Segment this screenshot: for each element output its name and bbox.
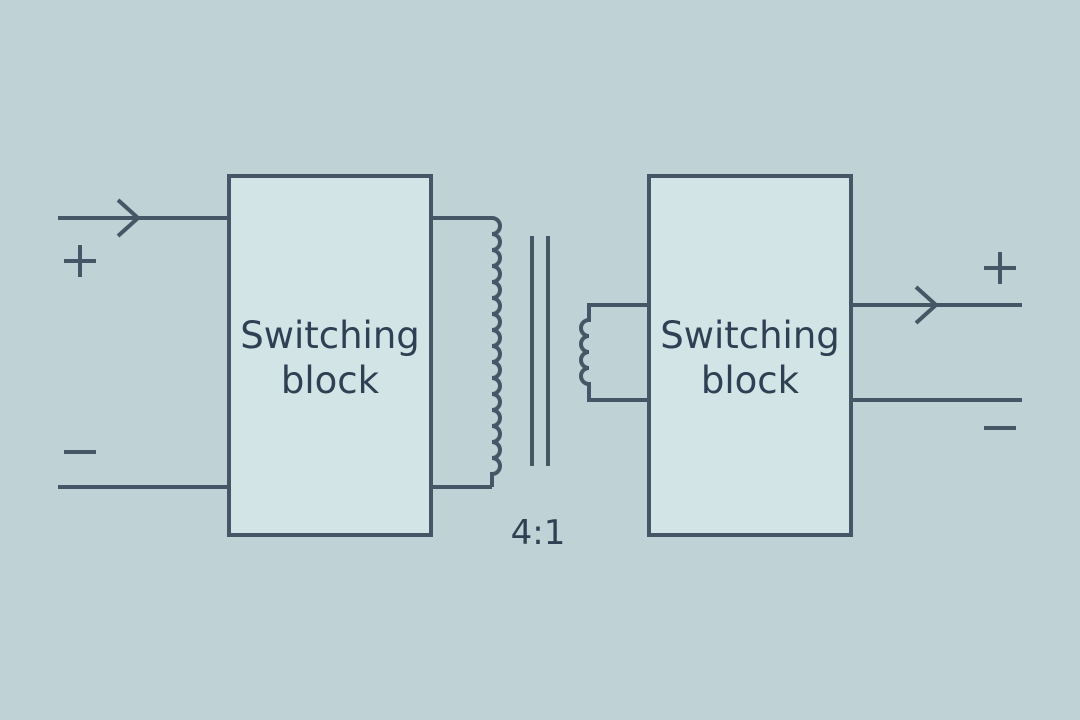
right-block-label-line1: Switching	[660, 314, 840, 357]
turns-ratio-label: 4:1	[511, 513, 566, 553]
secondary-coil	[579, 303, 649, 402]
output-positive-sign	[984, 252, 1016, 284]
input-current-arrow	[116, 198, 141, 238]
right-block-label-line2: block	[701, 359, 800, 402]
primary-coil	[490, 216, 502, 487]
left-block-label-line1: Switching	[240, 314, 420, 357]
left-switching-block	[227, 174, 433, 537]
output-current-arrow	[914, 285, 939, 325]
input-positive-sign	[64, 245, 96, 277]
left-block-label-line2: block	[281, 359, 380, 402]
right-switching-block	[647, 174, 853, 537]
